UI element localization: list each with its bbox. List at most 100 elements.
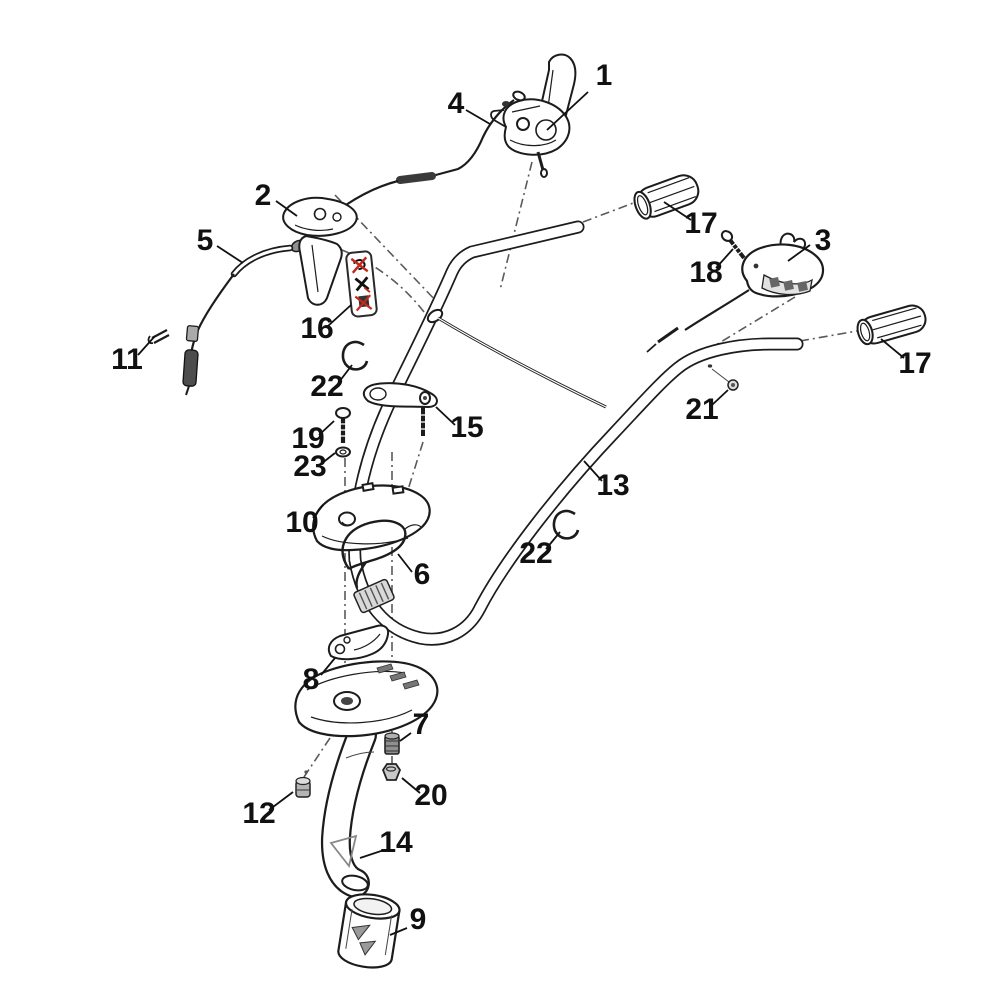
lever2-body	[282, 196, 358, 237]
part-label-16-7: 16	[300, 312, 333, 345]
plug21-axis	[711, 368, 730, 383]
leader-line-10-16	[312, 504, 324, 519]
column-stem-inner	[323, 722, 375, 896]
bracket8-edge	[353, 633, 381, 651]
base-slot-1	[376, 663, 394, 674]
elbow-5-core	[232, 246, 292, 276]
part-label-15-12: 15	[450, 411, 483, 444]
warning-sticker-16	[345, 250, 378, 318]
clip-11-head	[147, 335, 154, 345]
grip-right-endcap-inner	[859, 322, 871, 342]
leader-line-15-12	[435, 406, 456, 426]
part-label-17-4: 17	[684, 207, 717, 240]
sticker-red-x-1-icon	[350, 256, 369, 274]
routed-cable-outer	[437, 316, 607, 409]
part-label-5-3: 5	[197, 224, 214, 257]
axis-grip-left	[582, 201, 637, 223]
part-label-22-9: 22	[310, 370, 343, 403]
plug-21	[711, 368, 739, 391]
grip-right-ribs	[872, 307, 922, 339]
axis-switch-to-tube	[705, 296, 796, 352]
cover-tab-1	[361, 482, 375, 492]
column-seam	[345, 751, 375, 759]
part-label-22-17: 22	[519, 537, 552, 570]
cap12-pin	[304, 770, 308, 774]
part-label-8-19: 8	[303, 663, 320, 696]
sleeve-arrow2-icon	[359, 940, 377, 956]
trigger-pivot	[516, 117, 530, 131]
lever2-detail	[294, 224, 334, 231]
sticker-red-mark-2-icon	[363, 286, 371, 293]
grip-upper-endcap	[633, 190, 652, 220]
leader-line-3-6	[787, 244, 811, 262]
part-label-10-16: 10	[285, 506, 318, 539]
axis-base-to-cap	[303, 737, 331, 778]
bushing7-ribs	[385, 740, 399, 752]
bracket8-plate	[327, 624, 390, 661]
sticker-red-x-3-icon	[354, 294, 373, 312]
leader-line-11-8	[137, 335, 156, 356]
leader-line-12-22	[268, 791, 294, 811]
cap-12	[295, 770, 311, 798]
leader-line-7-20	[399, 732, 412, 742]
screw18-threads	[731, 242, 743, 255]
leader-line-6-18	[397, 553, 413, 573]
lever2-hole1	[313, 207, 327, 221]
part-label-19-11: 19	[291, 422, 324, 455]
leader-line-17-10	[880, 338, 905, 359]
sleeve-arrow-icon	[351, 924, 371, 941]
trigger-pin-end	[540, 168, 548, 178]
grip-upper-endcap-inner	[636, 195, 649, 216]
lever-assembly-2	[282, 196, 358, 306]
washer23-inner	[339, 449, 347, 455]
leader-line-18-5	[715, 248, 734, 269]
trigger-pin	[536, 151, 545, 171]
lever2-blade	[298, 234, 343, 306]
trigger-arm	[490, 109, 507, 128]
leader-line-8-19	[320, 657, 336, 676]
bracket8-boss2	[343, 636, 351, 644]
bushing-7	[384, 732, 400, 755]
leader-line-20-21	[401, 777, 421, 794]
column-triangle-mark	[329, 834, 358, 869]
switch-cable	[684, 289, 750, 331]
part-label-20-21: 20	[414, 779, 447, 812]
screw19-threads	[340, 423, 347, 437]
tube-hole	[707, 364, 713, 368]
switch-assembly-3	[646, 230, 825, 353]
part-label-9-24: 9	[410, 903, 427, 936]
harness-tip	[185, 385, 190, 396]
harness-ferrule	[185, 325, 200, 342]
screw19-head	[335, 407, 351, 419]
clip-11	[147, 329, 170, 345]
tube-right-inner	[475, 339, 802, 613]
elbow-5	[230, 244, 294, 278]
leader-line-22-9	[338, 364, 353, 383]
routed-cable	[437, 316, 607, 409]
wire6-tail	[355, 561, 367, 589]
screw-19	[335, 407, 351, 443]
bracket8-boss1	[334, 643, 346, 655]
trigger-cam	[535, 119, 557, 141]
block-ribs	[358, 582, 390, 610]
switch-cable-tip	[646, 343, 657, 353]
leader-line-9-24	[389, 927, 408, 936]
cable4-nipple	[502, 101, 510, 107]
base-slot-2	[389, 671, 407, 682]
lever2-blade-line	[311, 244, 319, 293]
wire6-loop	[341, 519, 407, 571]
switch-button-1	[769, 277, 780, 288]
column-14	[294, 660, 439, 898]
base-ridges	[306, 670, 413, 724]
part-label-4-1: 4	[448, 87, 465, 120]
part-label-3-6: 3	[815, 224, 832, 257]
leader-line-19-11	[318, 420, 335, 436]
cable4-end-fitting	[512, 90, 526, 102]
grip-17-right	[856, 304, 927, 346]
bracket-8	[327, 624, 390, 661]
washer-23	[335, 446, 351, 458]
trigger-detail	[509, 105, 557, 147]
part-label-23-13: 23	[293, 450, 326, 483]
circlip-22-left	[341, 340, 369, 371]
clamp-screw-threads	[420, 414, 426, 430]
